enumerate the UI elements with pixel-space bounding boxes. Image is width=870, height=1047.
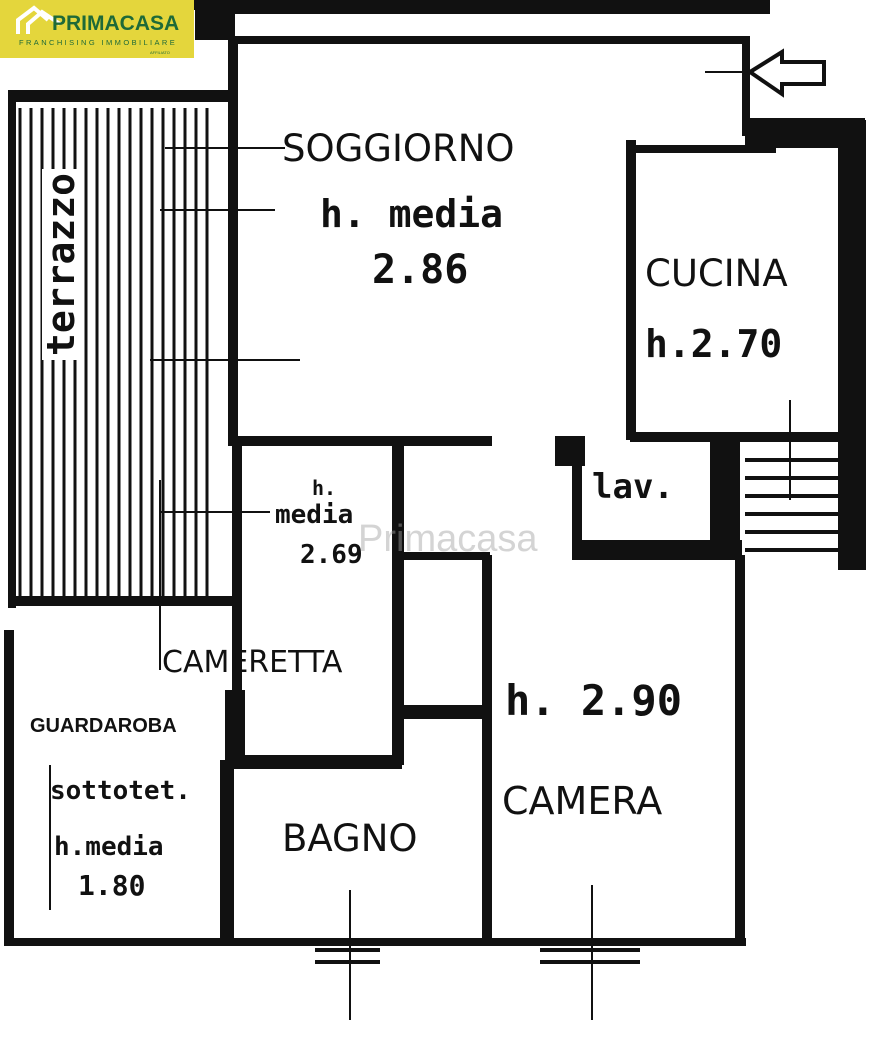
wall — [572, 540, 742, 560]
wall — [228, 36, 238, 446]
wall — [232, 36, 747, 44]
logo-affiliate: AFFILIATO — [150, 50, 170, 55]
cameretta-label: CAMERETTA — [162, 645, 343, 680]
wall — [232, 446, 242, 766]
guardaroba-height-value: 1.80 — [78, 869, 146, 902]
camera-label: CAMERA — [502, 779, 663, 823]
guardaroba-note: sottotet. — [50, 776, 191, 806]
wall — [626, 145, 776, 153]
wall — [572, 440, 582, 545]
top-wall-strip — [195, 0, 770, 14]
wall — [8, 90, 233, 102]
soggiorno-label: SOGGIORNO — [282, 127, 515, 170]
wall — [4, 630, 14, 942]
cucina-height: h.2.70 — [645, 322, 783, 366]
kitchen-window-hatching — [745, 400, 840, 552]
bagno-label: BAGNO — [282, 817, 418, 860]
watermark: Primacasa — [358, 518, 538, 560]
house-roof-icon — [16, 5, 62, 34]
cameretta-height-value: 2.69 — [300, 540, 363, 570]
logo-name: PRIMACASA — [52, 12, 180, 35]
wall — [232, 755, 402, 769]
cameretta-height-label-2: media — [275, 500, 354, 530]
wall — [4, 938, 746, 946]
wall — [225, 690, 245, 760]
wall — [400, 552, 490, 560]
logo-tagline: FRANCHISING IMMOBILIARE — [19, 38, 178, 47]
soggiorno-height-value: 2.86 — [372, 247, 469, 293]
wall — [742, 36, 750, 136]
entrance-arrow-icon — [705, 48, 826, 98]
terrace-dimension-lines — [49, 147, 300, 910]
guardaroba-height-label: h.media — [54, 832, 164, 862]
wall — [400, 705, 490, 719]
wall — [232, 436, 492, 446]
wall — [482, 555, 492, 945]
wall — [8, 596, 233, 606]
guardaroba-label: GUARDAROBA — [30, 715, 177, 737]
cameretta-height-label-1: h. — [312, 476, 337, 500]
brand-logo: PRIMACASA FRANCHISING IMMOBILIARE AFFILI… — [0, 0, 194, 58]
wall — [838, 120, 866, 570]
wall — [710, 440, 740, 550]
wall — [626, 140, 636, 440]
camera-height: h. 2.90 — [505, 676, 683, 725]
wall — [735, 555, 745, 945]
wall — [220, 760, 234, 945]
wall — [8, 98, 16, 608]
terrazzo-label: terrazzo — [39, 168, 83, 360]
soggiorno-height-label: h. media — [320, 192, 504, 236]
cucina-label: CUCINA — [645, 252, 788, 295]
wall — [630, 432, 840, 442]
wall — [392, 445, 404, 765]
bottom-window-hatching — [315, 885, 640, 1020]
lav-label: lav. — [592, 467, 674, 507]
